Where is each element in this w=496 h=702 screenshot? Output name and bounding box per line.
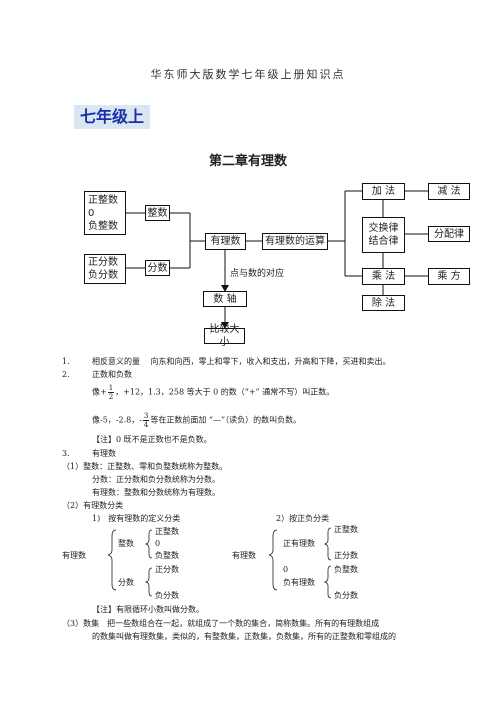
tree2-negative: 负有理数 [283,578,315,587]
label-zero: 0 [88,207,95,219]
grade-title: 七年级上 [74,105,150,129]
note-zero: 【注】0 既不是正数也不是负数。 [92,435,212,444]
box-multiplication: 乘 法 [362,268,405,285]
label-pos-frac: 正分数 [88,257,118,268]
tree1-pos-frac: 正分数 [155,565,179,574]
box-laws: 交换律 结合律 [362,217,405,253]
box-subtraction: 减 法 [428,183,470,200]
fraction-den: 2 [108,393,114,401]
fraction-num: 1 [107,384,115,393]
box-rational: 有理数 [205,233,246,250]
note-repeating: 【注】有限循环小数叫做分数。 [92,605,204,614]
box-distributive: 分配律 [428,226,470,242]
sub-number-set-cont: 的数集叫做有理数集，类似的，有整数集，正数集，负数集，所有的正整数和零组成的 [92,632,396,641]
box-fraction-parts: 正分数 负分数 [84,254,126,284]
tree2-positive: 正有理数 [283,539,315,548]
item-2-text: 正数和负数 [92,370,132,379]
sub-integer: （1）整数：正整数、零和负整数统称为整数。 [62,462,228,471]
tree1-root: 有理数 [62,551,86,560]
label-pos-int: 正整数 [88,194,118,206]
tree2-root: 有理数 [232,551,256,560]
box-division: 除 法 [362,295,405,311]
item-3-text: 有理数 [92,449,116,458]
positive-suffix: ，+12，1.3，258 等大于 0 的数（“+” 通常不写）叫正数。 [115,387,335,397]
item-1-number: 1. [62,357,70,366]
item-2-number: 2. [62,370,70,379]
label-associative: 结合律 [368,236,399,247]
box-power: 乘 方 [428,268,470,285]
label-commutative: 交换律 [368,223,399,234]
tree2-neg-frac: 负分数 [334,591,358,600]
label-neg-frac: 负分数 [88,270,118,281]
tree2-pos-int: 正整数 [334,525,358,534]
item-3-number: 3. [62,449,70,458]
box-integer-parts: 正整数 0 负整数 [84,191,126,235]
tree1-neg-frac: 负分数 [155,591,179,600]
page-header: 华东师大版数学七年级上册知识点 [150,68,346,81]
sub-fraction: 分数：正分数和负分数统称为分数。 [92,475,220,484]
fraction-den: 4 [143,421,149,429]
box-number-axis: 数 轴 [203,291,247,307]
negative-suffix: 等在正数前面加 “—”（读负）的数叫负数。 [150,415,302,425]
sub-classification: （2）有理数分类 [62,501,124,510]
tree2-zero: 0 [283,565,289,574]
tree1-pos-int: 正整数 [155,527,179,536]
fraction-num: 3 [142,412,150,421]
class-by-sign: 2）按正负分类 [276,514,330,523]
sub-number-set: （3）数集 把一些数组合在一起，就组成了一个数的集合，简称数集。所有的有理数组成 [62,619,380,628]
box-addition: 加 法 [362,183,405,200]
chapter-title: 第二章有理数 [208,154,287,169]
box-operations: 有理数的运算 [262,233,328,250]
positive-prefix: 像+ [92,387,107,397]
class-by-definition: 1) 按有理数的定义分类 [92,514,181,523]
tree2-neg-int: 负整数 [334,565,358,574]
tree1-neg-int: 负整数 [155,551,179,560]
item-1-text: 相反意义的量 向东和向西，零上和零下，收入和支出，升高和下降，买进和卖出。 [92,357,391,366]
tree1-integer: 整数 [118,539,134,548]
tree1-zero: 0 [155,539,161,548]
tree2-pos-frac: 正分数 [334,551,358,560]
box-fraction: 分数 [145,260,170,276]
label-point-number: 点与数的对应 [230,269,285,279]
tree1-fraction: 分数 [118,578,134,587]
label-neg-int: 负整数 [88,220,118,232]
sub-rational: 有理数：整数和分数统称为有理数。 [92,488,220,497]
box-integer: 整数 [145,205,170,221]
negative-prefix: 像-5，-2.8，- [92,415,142,425]
box-compare: 比较大小 [204,324,245,348]
